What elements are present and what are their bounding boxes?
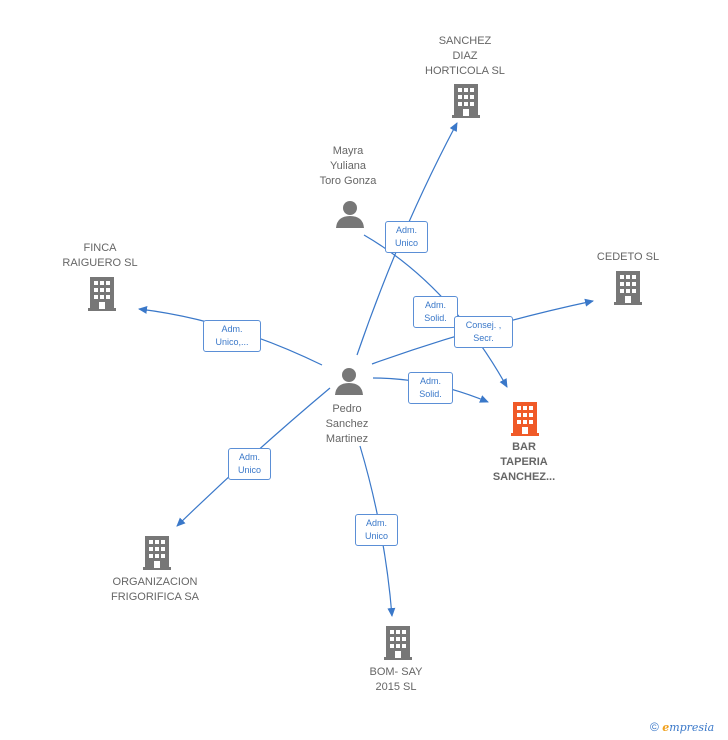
edge-label-pedro-sanchez-diaz: Adm. Unico [385,221,428,253]
node-label-bar[interactable]: BAR TAPERIA SANCHEZ... [492,441,556,483]
node-label-bomsay[interactable]: BOM- SAY 2015 SL [369,666,423,693]
building-icon [452,84,480,118]
node-label-sanchez-diaz[interactable]: SANCHEZ DIAZ HORTICOLA SL [425,35,505,77]
edge-label-pedro-cedeto: Consej. , Secr. [454,316,513,348]
edge-label-mayra-bar: Adm. Solid. [413,296,458,328]
building-icon [614,271,642,305]
edge-label-pedro-bar: Adm. Solid. [408,372,453,404]
copyright-symbol: © [650,720,659,734]
edge-label-pedro-finca: Adm. Unico,... [203,320,261,352]
person-icon [335,368,363,395]
edge-label-pedro-bomsay: Adm. Unico [355,514,398,546]
node-label-pedro[interactable]: Pedro Sanchez Martinez [325,403,369,445]
building-icon [143,536,171,570]
node-label-mayra[interactable]: Mayra Yuliana Toro Gonza [319,145,377,187]
node-label-cedeto[interactable]: CEDETO SL [596,251,660,263]
edge-label-pedro-organizacion: Adm. Unico [228,448,271,480]
person-icon [336,201,364,228]
empresia-logo[interactable]: empresia [662,721,715,734]
node-label-finca[interactable]: FINCA RAIGUERO SL [62,242,138,269]
node-label-organizacion[interactable]: ORGANIZACION FRIGORIFICA SA [110,576,199,603]
building-icon-highlight [511,402,539,436]
copyright-footer: © empresia [650,720,714,734]
building-icon [88,277,116,311]
building-icon [384,626,412,660]
